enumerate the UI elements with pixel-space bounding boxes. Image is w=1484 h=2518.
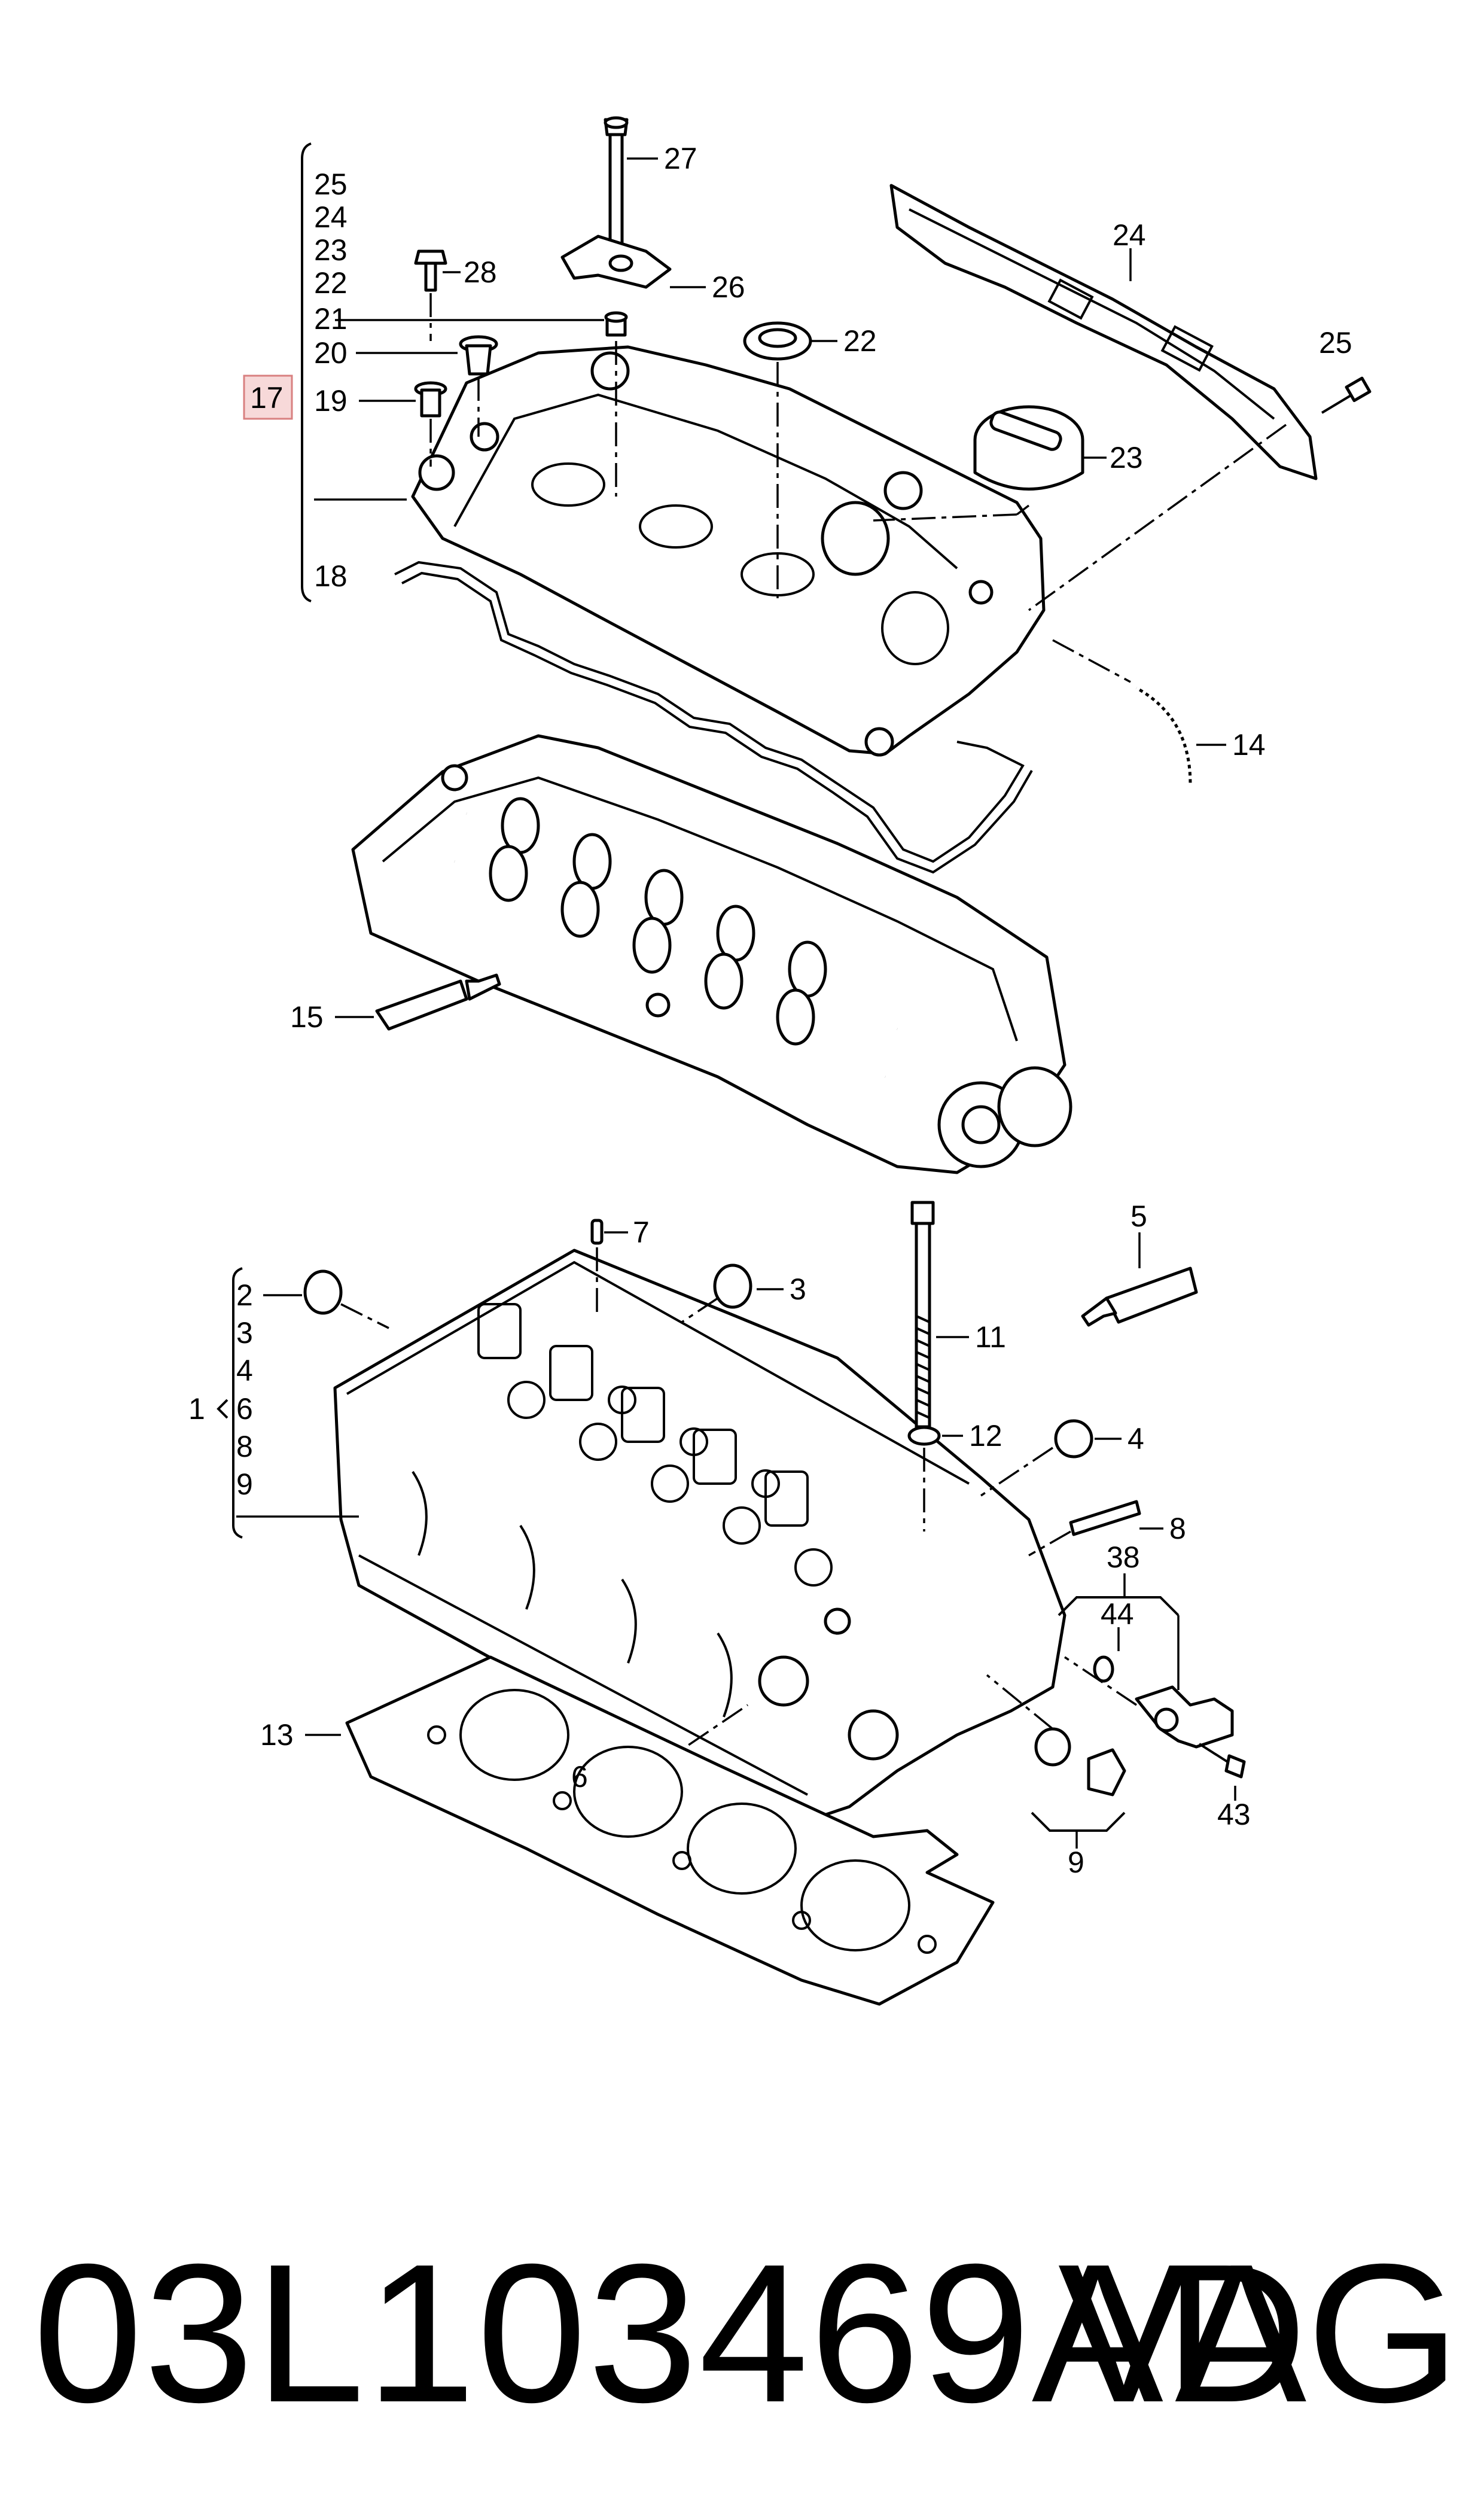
callout-21: 21 <box>314 302 348 336</box>
callout-7: 7 <box>633 1216 650 1249</box>
sealant-tube-15 <box>375 973 501 1031</box>
callout-27: 27 <box>664 142 697 175</box>
sealant-tube-5 <box>1081 1266 1198 1327</box>
callout-22: 22 <box>843 324 877 358</box>
pin-7 <box>590 1219 604 1245</box>
callout-11: 11 <box>975 1320 1006 1354</box>
callout-1: 1 <box>188 1392 205 1426</box>
callout-9: 9 <box>1068 1846 1084 1879</box>
brand-name: VAG <box>1058 2222 1460 2443</box>
exploded-parts-diagram: 25 24 23 22 21 20 17 19 18 27 28 26 22 2… <box>188 116 1372 2006</box>
callout-23: 23 <box>1110 441 1143 474</box>
valve-cover-assembly <box>243 116 1372 874</box>
screw-25 <box>1321 376 1372 414</box>
callout-28: 28 <box>464 255 497 289</box>
callout-5: 5 <box>1130 1199 1147 1233</box>
intake-ports <box>412 1470 733 1718</box>
part-number: 03L103469AD <box>33 2222 1309 2443</box>
callout-44: 44 <box>1101 1597 1134 1631</box>
callout-labels: 25 24 23 22 21 20 17 19 18 27 28 26 22 2… <box>188 142 1352 1879</box>
callout-19: 19 <box>314 384 348 418</box>
head-bolt-11 <box>910 1201 935 1429</box>
callout-6: 6 <box>571 1760 588 1794</box>
heat-shield-24 <box>889 184 1318 480</box>
screw-28 <box>414 249 447 292</box>
callout-2: 2 <box>236 1278 253 1312</box>
plug-4 <box>1054 1419 1093 1459</box>
plug-20 <box>459 335 498 376</box>
sleeve-19 <box>414 381 447 418</box>
callout-8: 8 <box>1169 1512 1186 1545</box>
camshafts <box>448 797 904 1090</box>
callout-4-list: 4 <box>236 1354 253 1387</box>
camshaft-housing <box>351 734 1072 1174</box>
plug-2 <box>303 1269 343 1315</box>
callout-24-list: 24 <box>314 200 348 234</box>
sensor-38 <box>1135 1685 1234 1749</box>
callout-3: 3 <box>790 1272 806 1306</box>
callout-38: 38 <box>1107 1540 1140 1574</box>
head-gasket-13 <box>345 1655 995 2006</box>
o-ring-44 <box>1093 1655 1114 1683</box>
plug-9 <box>1087 1748 1126 1797</box>
callout-23-list: 23 <box>314 233 348 267</box>
callout-13: 13 <box>260 1718 294 1752</box>
bolt-27 <box>604 116 629 259</box>
callout-18: 18 <box>314 559 348 593</box>
oil-cap-23 <box>973 405 1084 491</box>
callout-25: 25 <box>1319 326 1352 360</box>
cylinder-head <box>333 1249 1066 1820</box>
plug-3 <box>713 1263 752 1309</box>
highlight-box-17 <box>243 374 293 420</box>
washer-12 <box>907 1426 941 1446</box>
callout-6-list: 6 <box>236 1392 253 1426</box>
callout-25-list: 25 <box>314 168 348 201</box>
callout-3-list: 3 <box>236 1316 253 1350</box>
callout-14: 14 <box>1232 728 1266 762</box>
callout-15: 15 <box>290 1000 324 1034</box>
stud-8 <box>1069 1500 1141 1536</box>
callout-4: 4 <box>1128 1422 1144 1456</box>
bolt-43 <box>1198 1743 1246 1779</box>
callout-22-list: 22 <box>314 266 348 300</box>
callout-17: 17 <box>250 381 284 415</box>
callout-24: 24 <box>1113 218 1146 252</box>
callout-26: 26 <box>712 270 745 304</box>
valve-cover <box>411 345 1046 756</box>
callout-43: 43 <box>1217 1798 1251 1831</box>
valve-pockets <box>477 1303 833 1587</box>
seal-22 <box>743 321 812 361</box>
callout-12: 12 <box>969 1419 1002 1453</box>
callout-9-list: 9 <box>236 1467 253 1501</box>
valve-cover-gasket <box>394 561 1025 863</box>
callout-20: 20 <box>314 336 348 370</box>
callout-8-list: 8 <box>236 1430 253 1463</box>
seal-9 <box>1034 1727 1071 1767</box>
